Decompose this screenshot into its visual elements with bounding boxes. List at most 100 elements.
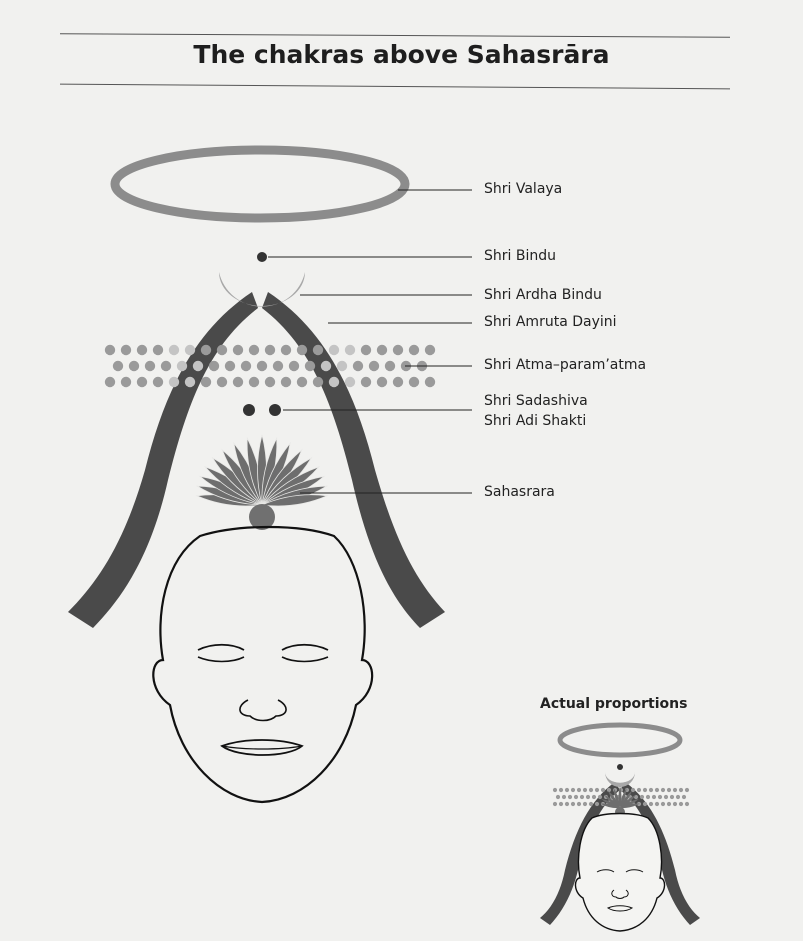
inset-dot	[562, 795, 566, 799]
inset-dot	[598, 795, 602, 799]
atma-dot	[345, 345, 355, 355]
atma-dot	[369, 361, 379, 371]
label-shri-valaya: Shri Valaya	[484, 181, 562, 197]
atma-dot	[385, 361, 395, 371]
inset-dot	[583, 802, 587, 806]
inset-dot	[640, 795, 644, 799]
atma-dot	[121, 377, 131, 387]
inset-valaya	[560, 725, 680, 755]
atma-dot	[329, 345, 339, 355]
atma-dot	[145, 361, 155, 371]
bindu-dot	[257, 252, 267, 262]
atma-dot	[361, 345, 371, 355]
inset-dot	[571, 802, 575, 806]
inset-dot	[577, 788, 581, 792]
inset-dot	[553, 788, 557, 792]
atma-dot	[121, 345, 131, 355]
atma-dot	[273, 361, 283, 371]
atma-dot	[281, 377, 291, 387]
atma-dot	[393, 377, 403, 387]
inset-dot	[583, 788, 587, 792]
inset-dot	[661, 788, 665, 792]
atma-dot	[353, 361, 363, 371]
atma-dot	[177, 361, 187, 371]
atma-dot	[113, 361, 123, 371]
atma-dot	[105, 377, 115, 387]
inset-crescent	[605, 772, 635, 787]
atma-dot	[233, 377, 243, 387]
inset-title: Actual proportions	[540, 696, 687, 712]
inset-dot	[649, 788, 653, 792]
inset-dot	[601, 788, 605, 792]
label-shri-adi-shakti: Shri Adi Shakti	[484, 413, 586, 429]
inset-dot	[559, 802, 563, 806]
atma-dot	[153, 377, 163, 387]
inset-dot	[574, 795, 578, 799]
mouth-line	[222, 746, 302, 749]
inset-dot	[586, 795, 590, 799]
atma-dot	[193, 361, 203, 371]
inset-dot	[676, 795, 680, 799]
atma-dot	[161, 361, 171, 371]
atma-dot	[137, 377, 147, 387]
inset-dot	[643, 802, 647, 806]
inset-dot	[655, 802, 659, 806]
atma-dot	[257, 361, 267, 371]
inset-dot	[556, 795, 560, 799]
valaya-ring	[115, 150, 405, 218]
inset-dot	[679, 802, 683, 806]
atma-dot	[153, 345, 163, 355]
inset-dot	[553, 802, 557, 806]
inset-head-outline	[575, 814, 664, 932]
head-outline	[153, 527, 372, 802]
atma-dot	[345, 377, 355, 387]
atma-dot	[425, 345, 435, 355]
inset-dot	[655, 788, 659, 792]
inset-dot	[577, 802, 581, 806]
atma-dot	[201, 345, 211, 355]
inset-dot	[607, 788, 611, 792]
atma-dot	[233, 345, 243, 355]
inset-dot	[658, 795, 662, 799]
label-shri-ardha-bindu: Shri Ardha Bindu	[484, 287, 602, 303]
atma-dot	[169, 345, 179, 355]
left-eyelid	[198, 657, 244, 662]
inset-dot	[571, 788, 575, 792]
inset-dot	[565, 802, 569, 806]
inset-dot	[679, 788, 683, 792]
inset-dot	[646, 795, 650, 799]
inset-dot	[664, 795, 668, 799]
atma-dot	[313, 345, 323, 355]
inset-dot	[592, 795, 596, 799]
inset-dot	[595, 788, 599, 792]
inset-dot	[685, 788, 689, 792]
inset-dot	[685, 802, 689, 806]
atma-dot	[265, 345, 275, 355]
atma-dot	[169, 377, 179, 387]
atma-dot	[409, 377, 419, 387]
label-shri-bindu: Shri Bindu	[484, 248, 556, 264]
label-shri-amruta-dayini: Shri Amruta Dayini	[484, 314, 617, 330]
atma-dot	[217, 345, 227, 355]
left-eye	[198, 645, 244, 650]
atma-dot	[289, 361, 299, 371]
atma-dot	[409, 345, 419, 355]
inset-dot	[673, 802, 677, 806]
atma-dot	[297, 345, 307, 355]
atma-dot	[185, 377, 195, 387]
atma-dot	[313, 377, 323, 387]
atma-dot	[249, 345, 259, 355]
atma-dot	[361, 377, 371, 387]
inset-dot	[580, 795, 584, 799]
atma-dot-band	[105, 345, 435, 387]
inset-dot	[568, 795, 572, 799]
ardha-bindu-crescent	[219, 272, 305, 307]
inset-dot	[589, 802, 593, 806]
atma-dot	[297, 377, 307, 387]
inset-diagram	[540, 725, 700, 931]
atma-dot	[241, 361, 251, 371]
inset-dot	[661, 802, 665, 806]
inset-dot	[649, 802, 653, 806]
